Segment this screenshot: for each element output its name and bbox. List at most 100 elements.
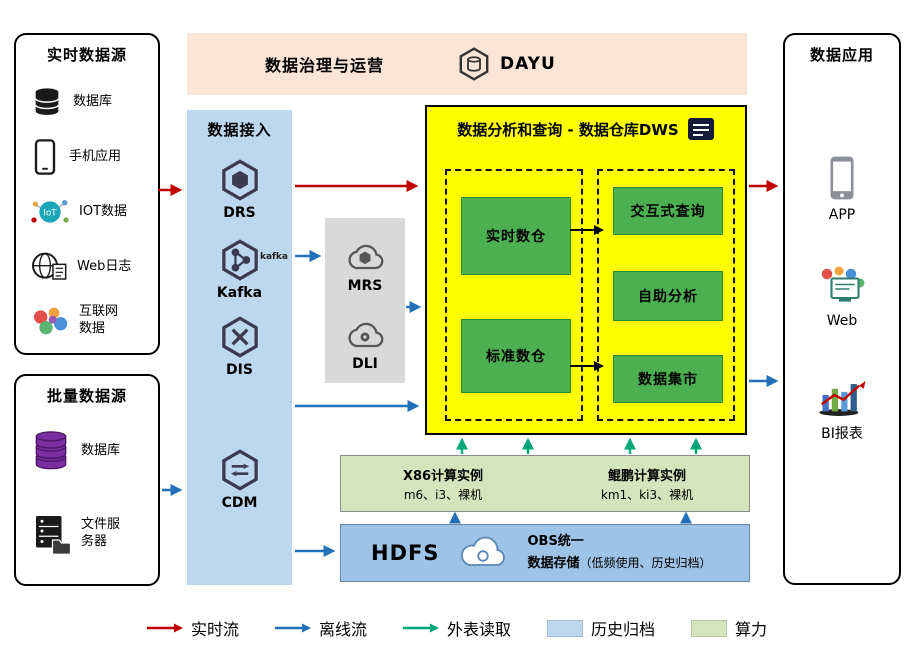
ingestion-item-dis: DIS <box>187 315 292 378</box>
database-icon <box>34 88 60 115</box>
dis-icon <box>221 316 258 358</box>
dws-block-realtime-warehouse: 实时数仓 <box>461 197 571 275</box>
applications-title: 数据应用 <box>809 46 874 64</box>
ingestion-item-label: Kafka <box>216 285 263 301</box>
legend-label: 历史归档 <box>591 620 656 639</box>
dws-block-label: 自助分析 <box>638 289 698 305</box>
dws-title: 数据分析和查询 - 数据仓库DWS <box>457 120 679 139</box>
compute-x86-title: X86计算实例 <box>402 468 484 484</box>
dws-warehouse-group: 实时数仓 标准数仓 <box>445 169 583 421</box>
ingestion-item-kafka: kafka Kafka <box>187 238 292 301</box>
governance-brand: DAYU <box>456 46 556 82</box>
dws-titlebar: 数据分析和查询 - 数据仓库DWS <box>427 117 745 141</box>
source-item-label: 互联网数据 <box>79 304 119 336</box>
dws-analytics-group: 交互式查询 自助分析 数据集市 <box>597 169 735 421</box>
applications-panel: 数据应用 APP Web <box>783 33 901 585</box>
application-item-label: APP <box>828 207 856 223</box>
source-item-label: IOT数据 <box>79 203 128 219</box>
ingestion-item-label: CDM <box>221 495 258 511</box>
dws-block-label: 数据集市 <box>638 372 698 388</box>
realtime-arrow-icon <box>146 623 183 633</box>
source-item-iot: IoT IOT数据 <box>16 187 158 237</box>
dws-block-standard-warehouse: 标准数仓 <box>461 319 571 393</box>
obs-cloud-icon <box>461 536 506 566</box>
legend-label: 算力 <box>735 620 768 639</box>
dws-block-data-mart: 数据集市 <box>613 355 723 403</box>
hdfs-label: HDFS <box>371 541 440 565</box>
legend-label: 离线流 <box>318 620 367 639</box>
middleware-item-label: DLI <box>352 356 378 372</box>
storage-bar: HDFS OBS统一 数据存储（低频使用、历史归档） <box>340 524 750 582</box>
source-item-label: 数据库 <box>81 442 121 458</box>
iot-icon: IoT <box>31 200 69 223</box>
dws-block-self-service-analysis: 自助分析 <box>613 271 723 321</box>
ingestion-title: 数据接入 <box>207 121 272 139</box>
kafka-icon <box>221 239 258 281</box>
dws-block-label: 标准数仓 <box>486 349 546 365</box>
realtime-sources-title: 实时数据源 <box>46 46 127 64</box>
application-item-label: BI报表 <box>821 426 863 442</box>
cdm-icon <box>221 449 258 491</box>
application-item-app: APP <box>785 155 899 223</box>
source-item-label: 手机应用 <box>69 148 122 164</box>
kafka-logo-text: kafka <box>259 252 288 262</box>
governance-bar: 数据治理与运营 DAYU <box>187 33 747 95</box>
source-item-label: 文件服务器 <box>81 516 121 549</box>
legend-offline: 离线流 <box>274 616 367 640</box>
middleware-item-dli: DLI <box>325 314 405 372</box>
ingestion-item-cdm: CDM <box>187 448 292 511</box>
mrs-icon <box>348 244 384 270</box>
application-item-web: Web <box>785 265 899 329</box>
dli-icon <box>348 322 384 348</box>
compute-swatch <box>691 619 728 637</box>
source-item-label: 数据库 <box>73 93 113 109</box>
ingestion-panel: 数据接入 DRS kafka Kafka <box>187 110 292 585</box>
legend-label: 实时流 <box>190 620 239 639</box>
application-item-label: Web <box>826 313 858 329</box>
source-item-label: Web日志 <box>77 258 132 274</box>
obs-line1: OBS统一 <box>527 534 584 550</box>
application-item-bi: BI报表 <box>785 373 899 443</box>
app-phone-icon <box>830 156 854 200</box>
internet-data-icon <box>34 307 68 335</box>
compute-kunpeng-sub: km1、ki3、裸机 <box>600 487 694 502</box>
governance-brand-name: DAYU <box>500 54 556 74</box>
web-app-icon <box>821 266 865 302</box>
dws-panel: 数据分析和查询 - 数据仓库DWS 实时数仓 标准数仓 交互式查询 自助分析 <box>425 105 747 435</box>
batch-sources-title: 批量数据源 <box>46 387 127 405</box>
dayu-icon <box>459 47 489 81</box>
compute-x86: X86计算实例 m6、i3、裸机 <box>341 456 545 511</box>
middleware-item-mrs: MRS <box>325 236 405 294</box>
realtime-sources-panel: 实时数据源 数据库 手机应用 <box>14 33 160 355</box>
svg-text:IoT: IoT <box>43 209 57 219</box>
middleware-panel: MRS DLI <box>325 218 405 383</box>
compute-x86-sub: m6、i3、裸机 <box>403 487 483 502</box>
legend-external: 外表读取 <box>402 616 511 640</box>
source-item-file-server: 文件服务器 <box>16 501 158 566</box>
web-log-icon <box>32 252 67 280</box>
obs-text: OBS统一 数据存储（低频使用、历史归档） <box>527 533 711 572</box>
history-swatch <box>547 619 583 637</box>
ingestion-item-drs: DRS <box>187 158 292 221</box>
source-item-internet: 互联网数据 <box>16 294 158 348</box>
dws-block-interactive-query: 交互式查询 <box>613 187 723 235</box>
batch-sources-panel: 批量数据源 数据库 <box>14 374 160 586</box>
ingestion-item-label: DIS <box>226 362 253 378</box>
offline-arrow-icon <box>274 623 311 633</box>
dws-block-label: 交互式查询 <box>630 204 706 220</box>
obs-line2: 数据存储（低频使用、历史归档） <box>527 555 712 571</box>
external-read-arrow-icon <box>402 623 439 633</box>
compute-kunpeng-title: 鲲鹏计算实例 <box>607 468 686 484</box>
legend-history: 历史归档 <box>547 616 655 640</box>
compute-bar: X86计算实例 m6、i3、裸机 鲲鹏计算实例 km1、ki3、裸机 <box>340 455 750 512</box>
legend-compute: 算力 <box>691 616 767 640</box>
legend: 实时流 离线流 外表读取 历史归档 算力 <box>0 616 914 640</box>
dws-block-label: 实时数仓 <box>486 229 546 245</box>
source-item-mobile: 手机应用 <box>16 132 158 182</box>
drs-icon <box>221 159 258 201</box>
file-server-icon <box>36 515 72 555</box>
mobile-icon <box>34 139 56 175</box>
source-item-batch-database: 数据库 <box>16 421 158 481</box>
dws-doc-icon <box>687 118 714 140</box>
